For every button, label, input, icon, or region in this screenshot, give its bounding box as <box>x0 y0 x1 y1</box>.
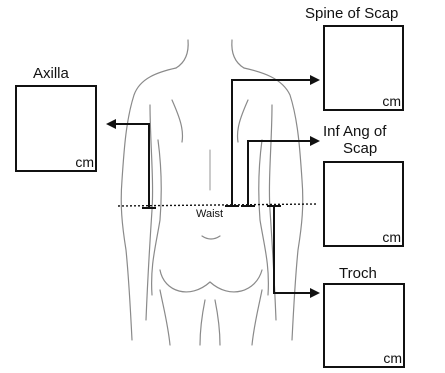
right-scapula <box>237 100 248 142</box>
buttocks-outline <box>160 270 262 292</box>
troch-label: Troch <box>339 266 377 282</box>
troch-box[interactable]: cm <box>323 283 405 368</box>
axilla-label: Axilla <box>33 66 69 82</box>
right-leg-outline <box>252 290 262 345</box>
inner-leg-right <box>215 300 220 345</box>
spine-of-scap-leader <box>232 80 313 206</box>
axilla-box[interactable]: cm <box>15 85 97 172</box>
inf-ang-arrowhead <box>310 136 320 146</box>
troch-arrowhead <box>310 288 320 298</box>
left-scapula <box>172 100 183 142</box>
inf-ang-of-scap-box[interactable]: cm <box>323 161 404 247</box>
waist-label: Waist <box>196 208 223 220</box>
right-torso-outline <box>259 140 269 295</box>
left-leg-outline <box>160 290 170 345</box>
inf-ang-of-scap-unit: cm <box>382 230 401 244</box>
spine-of-scap-box[interactable]: cm <box>323 25 404 111</box>
troch-unit: cm <box>383 351 402 365</box>
axilla-leader <box>112 124 149 208</box>
inner-leg-left <box>200 300 205 345</box>
troch-leader <box>274 206 313 293</box>
spine-of-scap-arrowhead <box>310 75 320 85</box>
right-shoulder-outline <box>244 68 303 340</box>
spine-of-scap-unit: cm <box>382 94 401 108</box>
inf-ang-of-scap-label-line1: Inf Ang of <box>323 124 386 140</box>
axilla-arrowhead <box>106 119 116 129</box>
neck-outline <box>176 40 188 68</box>
inf-ang-of-scap-label-line2: Scap <box>343 141 377 157</box>
waist-line <box>118 204 316 206</box>
spine-of-scap-label: Spine of Scap <box>305 6 398 22</box>
neck-outline-right <box>232 40 244 68</box>
axilla-unit: cm <box>75 155 94 169</box>
lower-back-dimple <box>202 236 220 239</box>
right-inner-arm <box>269 105 276 320</box>
